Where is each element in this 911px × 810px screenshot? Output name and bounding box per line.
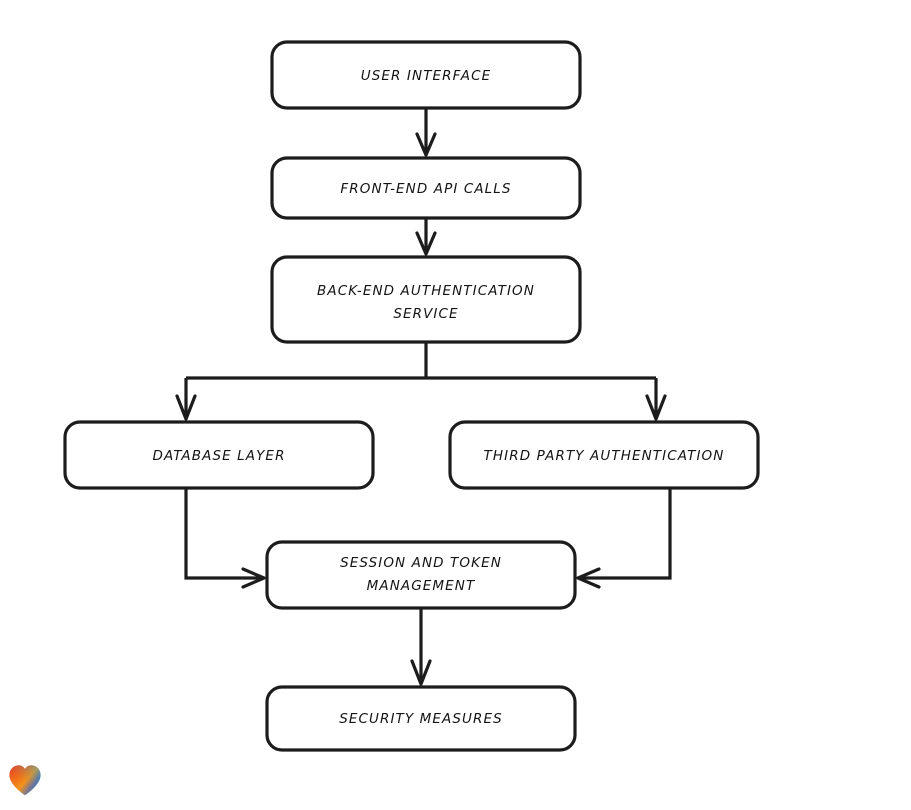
edge-backend-to-branch xyxy=(186,342,656,380)
node-label-front-end-api-calls: FRONT-END API CALLS xyxy=(340,181,511,197)
edge-thirdparty-to-session xyxy=(576,488,672,589)
node-box-user-interface[interactable] xyxy=(270,40,582,110)
node-label-third-party-authentication: THIRD PARTY AUTHENTICATION xyxy=(484,448,725,464)
node-label-database-layer: DATABASE LAYER xyxy=(152,448,285,464)
node-label-security-measures: SECURITY MEASURES xyxy=(339,711,503,727)
node-user-interface[interactable]: USER INTERFACE xyxy=(270,40,582,110)
node-security-measures[interactable]: SECURITY MEASURES xyxy=(265,685,577,752)
heart-icon-wrapper xyxy=(7,762,43,798)
node-label-back-end-authentication-service-line1: BACK-END AUTHENTICATION xyxy=(317,283,535,299)
edge-session-to-security xyxy=(410,608,432,686)
node-box-session-and-token-management[interactable] xyxy=(265,540,577,610)
heart-icon xyxy=(9,765,41,796)
node-box-front-end-api-calls[interactable] xyxy=(270,156,582,220)
node-box-third-party-authentication[interactable] xyxy=(448,420,760,490)
edge-database-to-session xyxy=(184,488,266,589)
edge-ui-to-frontend xyxy=(415,108,437,157)
node-label-session-and-token-management-line1: SESSION AND TOKEN xyxy=(340,555,502,571)
edge-backend-to-database xyxy=(175,378,197,421)
node-back-end-authentication-service[interactable]: BACK-END AUTHENTICATION SERVICE xyxy=(270,255,582,344)
node-label-session-and-token-management-line2: MANAGEMENT xyxy=(367,578,476,594)
node-box-database-layer[interactable] xyxy=(63,420,375,490)
node-session-and-token-management[interactable]: SESSION AND TOKEN MANAGEMENT xyxy=(265,540,577,610)
node-database-layer[interactable]: DATABASE LAYER xyxy=(63,420,375,490)
node-third-party-authentication[interactable]: THIRD PARTY AUTHENTICATION xyxy=(448,420,760,490)
node-box-security-measures[interactable] xyxy=(265,685,577,752)
node-box-back-end-authentication-service[interactable] xyxy=(270,255,582,344)
node-label-back-end-authentication-service-line2: SERVICE xyxy=(393,306,458,322)
node-front-end-api-calls[interactable]: FRONT-END API CALLS xyxy=(270,156,582,220)
edge-frontend-to-backend xyxy=(415,218,437,256)
edge-backend-to-thirdparty xyxy=(645,378,667,421)
node-label-user-interface: USER INTERFACE xyxy=(361,68,491,84)
